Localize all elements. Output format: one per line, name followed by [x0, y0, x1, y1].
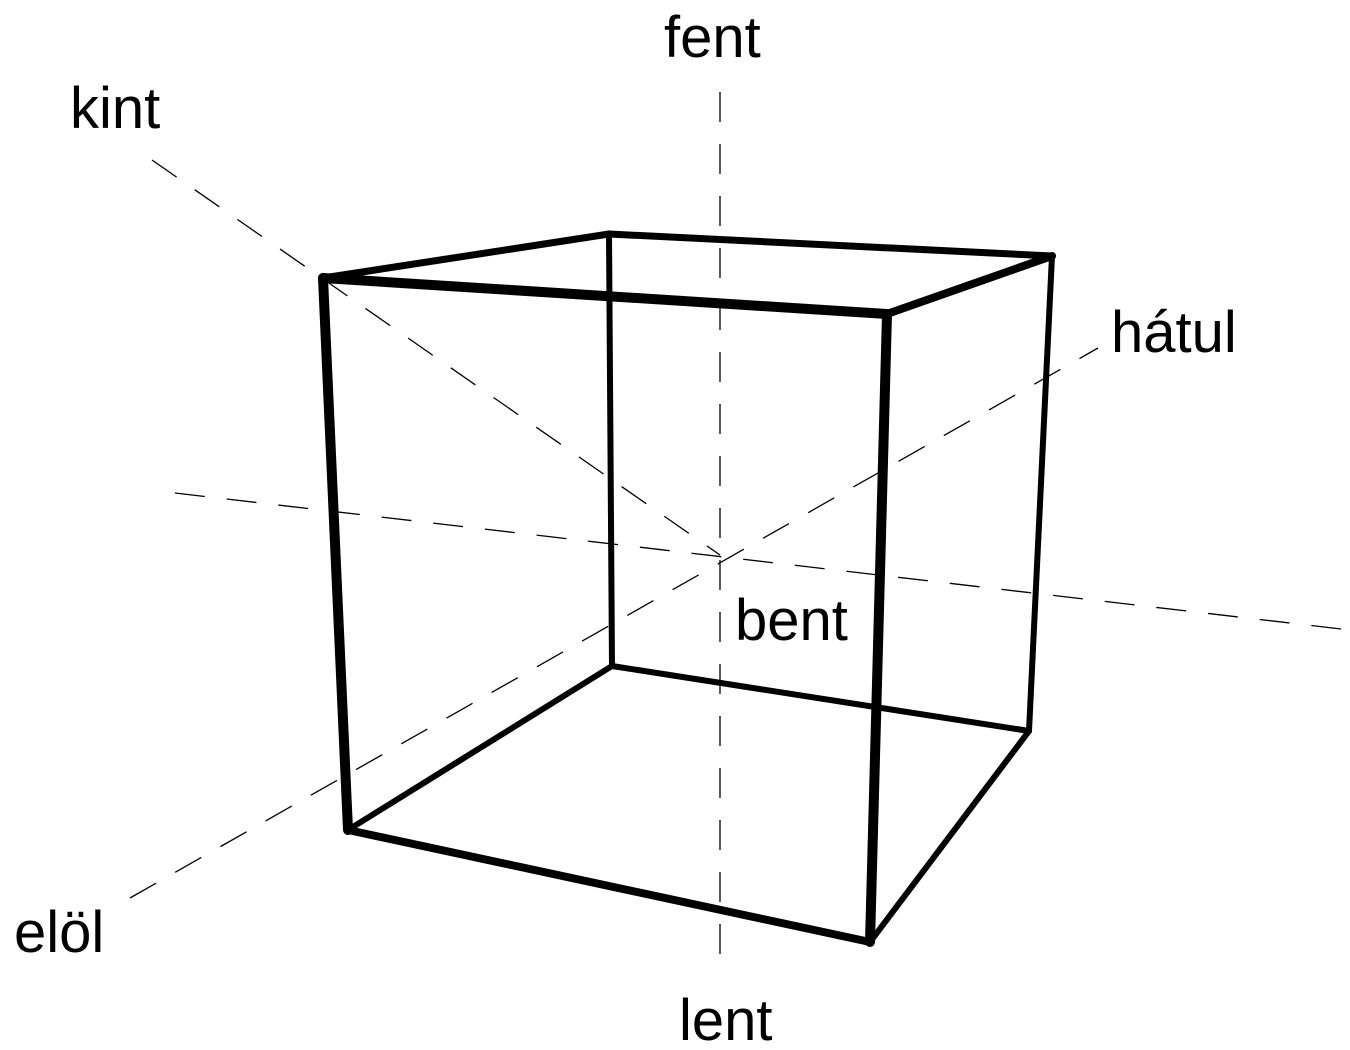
cube-edge-front-top-right — [883, 252, 1056, 318]
label-hatul: hátul — [1111, 300, 1237, 365]
label-elol: elöl — [14, 900, 104, 965]
cube — [318, 230, 1056, 947]
label-lent: lent — [679, 988, 773, 1050]
cube-edge-back-bottom-right — [867, 728, 1032, 945]
label-fent: fent — [664, 5, 761, 70]
cube-edge-front-top — [318, 273, 892, 319]
front-back-axis — [129, 347, 1099, 899]
axes — [129, 92, 1350, 975]
cube-edge-front-right — [865, 309, 892, 947]
cube-edge-back-vertical-left — [606, 231, 615, 669]
cube-edge-back-top — [605, 230, 1056, 260]
labels: fent kint hátul bent elöl lent — [14, 5, 1237, 1050]
cube-edge-back-vertical-right — [1026, 253, 1055, 734]
label-bent: bent — [735, 588, 848, 653]
kint-bent-axis — [151, 159, 721, 556]
cube-edge-front-left — [318, 273, 353, 835]
cube-edge-front-bottom — [344, 826, 874, 946]
cube-edge-back-bottom-left — [345, 663, 615, 833]
horizontal-axis — [174, 492, 1350, 631]
cube-edge-back-top-left — [319, 230, 613, 282]
cube-edge-back-bottom — [609, 663, 1032, 734]
label-kint: kint — [70, 76, 160, 141]
